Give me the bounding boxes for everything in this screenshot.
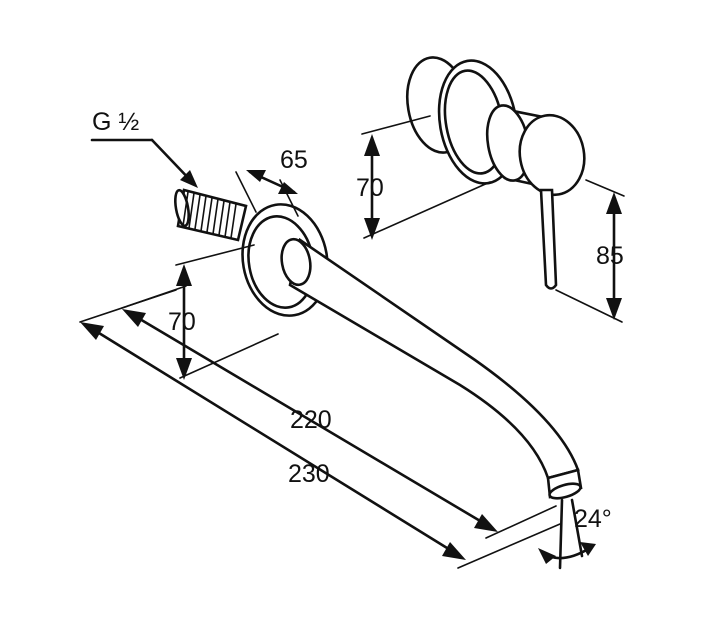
length-220-label: 220 — [290, 406, 332, 434]
spout-tube — [288, 237, 580, 480]
spout-tube-end-at-rosette — [280, 237, 312, 287]
dimension-lines — [79, 115, 625, 570]
length-230-label: 230 — [288, 460, 330, 488]
valve-lever — [539, 188, 558, 290]
height-left-70-label: 70 — [168, 308, 196, 336]
spout-assembly — [174, 188, 583, 500]
thread-size-label: G ½ — [92, 108, 139, 136]
thread-connector — [174, 188, 248, 242]
angle-24-label: 24° — [574, 505, 612, 533]
mixer-valve — [406, 56, 586, 290]
height-85-label: 85 — [596, 242, 624, 270]
valve-handle-front — [518, 113, 586, 197]
depth-65-label: 65 — [280, 146, 308, 174]
height-right-70-label: 70 — [356, 174, 384, 202]
spout-outlet — [548, 482, 582, 500]
